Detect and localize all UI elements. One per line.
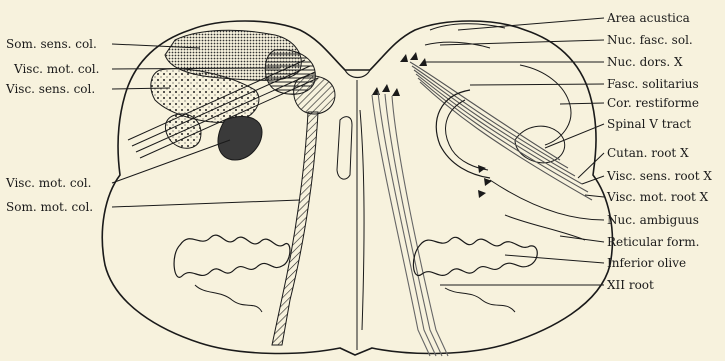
reticular-line — [505, 215, 585, 240]
nuc-fasc-sol-edge — [425, 42, 490, 48]
left-olive-lower-curve — [195, 285, 262, 312]
label-inferior-olive: Inferior olive — [607, 256, 686, 270]
label-fasc-solitarius: Fasc. solitarius — [607, 77, 699, 91]
visc-mot-root-loop — [436, 90, 490, 178]
right-olive-lower-curve — [445, 288, 515, 312]
label-spinal-v-tract: Spinal V tract — [607, 117, 691, 131]
left-leader-lines — [112, 44, 300, 207]
label-xii-root: XII root — [607, 278, 654, 292]
hatched-nucleus — [294, 76, 335, 114]
left-inferior-olive — [174, 235, 290, 277]
label-nuc-fasc-sol: Nuc. fasc. sol. — [607, 33, 693, 47]
neuron-markers-dorsal — [372, 52, 492, 198]
visc-mot-col-region-lower — [218, 116, 262, 160]
label-reticular-form: Reticular form. — [607, 235, 699, 249]
label-cutan-root-x: Cutan. root X — [607, 146, 689, 160]
label-visc-mot-col-lower: Visc. mot. col. — [5, 176, 91, 190]
label-area-acustica: Area acustica — [606, 11, 690, 25]
label-visc-sens-root-x: Visc. sens. root X — [606, 169, 712, 183]
som-mot-col-tract — [272, 112, 318, 345]
label-som-mot-col: Som. mot. col. — [6, 200, 93, 214]
right-leader-lines — [425, 18, 604, 285]
label-visc-mot-root-x: Visc. mot. root X — [606, 190, 709, 204]
cor-restiforme-outline — [520, 65, 571, 145]
label-som-sens-col: Som. sens. col. — [6, 37, 97, 51]
label-nuc-ambiguus: Nuc. ambiguus — [607, 213, 699, 227]
ventricle-floor — [345, 70, 370, 78]
label-visc-sens-col: Visc. sens. col. — [5, 82, 95, 96]
median-raphe-shape — [337, 117, 352, 179]
midline-fibre — [360, 110, 364, 330]
label-cor-restiforme: Cor. restiforme — [607, 96, 699, 110]
label-visc-mot-col-upper: Visc. mot. col. — [13, 62, 99, 76]
visc-mot-root-loop-inner — [446, 100, 488, 170]
label-nuc-dors-x: Nuc. dors. X — [607, 55, 683, 69]
